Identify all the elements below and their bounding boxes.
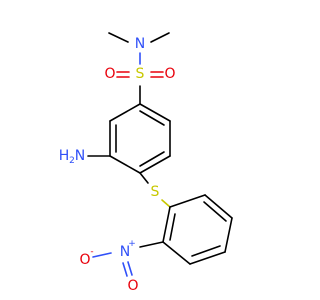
bond-ring2-nitro-n	[139, 241, 164, 248]
atom-o-sulfonyl-right: O	[164, 66, 175, 82]
ring1-bond-top-left	[109, 103, 141, 122]
bond-methyl2-n	[150, 32, 170, 43]
bond-methyl1-n	[108, 32, 129, 43]
ring2-bond-4	[189, 251, 226, 265]
ring2-bond-5	[162, 241, 191, 265]
atom-o-nitro-charge: -	[90, 247, 93, 257]
atom-o-nitro-single: O	[79, 252, 90, 268]
atom-o-sulfonyl-left: O	[104, 66, 115, 82]
bond-nitro-n-o-double-a	[127, 261, 133, 276]
atom-n-nitro: N	[120, 244, 130, 260]
atom-s-thioether: S	[151, 184, 160, 200]
atom-amino-n: N	[75, 148, 85, 164]
molecule-structure-diagram: N S O O H 2 N S N + O - O	[59, 32, 233, 294]
atom-o-nitro-double: O	[127, 278, 138, 294]
ring2-bond-1	[169, 194, 206, 208]
bond-ring1-thio-s	[139, 172, 149, 184]
ring2-bond-2-inner	[203, 201, 227, 222]
ring2-bond-4-inner	[191, 245, 221, 257]
bond-nitro-n-o-single	[92, 252, 112, 258]
ring2-bond-6-inner	[169, 213, 176, 241]
ring1-bond-top-right	[139, 103, 171, 122]
atom-s-sulfonyl: S	[136, 66, 145, 82]
bond-thio-s-ring2	[161, 199, 171, 208]
ring1-bond-top-right-inner	[139, 110, 165, 126]
ring2-bond-3	[224, 217, 233, 253]
ring1-bond-bottom-left	[109, 155, 141, 174]
ring2-bond-2	[204, 194, 233, 219]
ring1-bond-bottom-right	[139, 155, 171, 174]
atom-amino-h: H	[59, 148, 70, 164]
atom-n-nitro-charge: +	[128, 239, 136, 249]
ring1-bond-bottom-right-inner	[139, 151, 165, 167]
atom-amino-subscript: 2	[69, 156, 75, 166]
ring2-bond-6	[162, 206, 171, 243]
atom-n-dimethyl: N	[135, 36, 145, 52]
bond-nitro-n-o-double-b	[122, 262, 128, 277]
